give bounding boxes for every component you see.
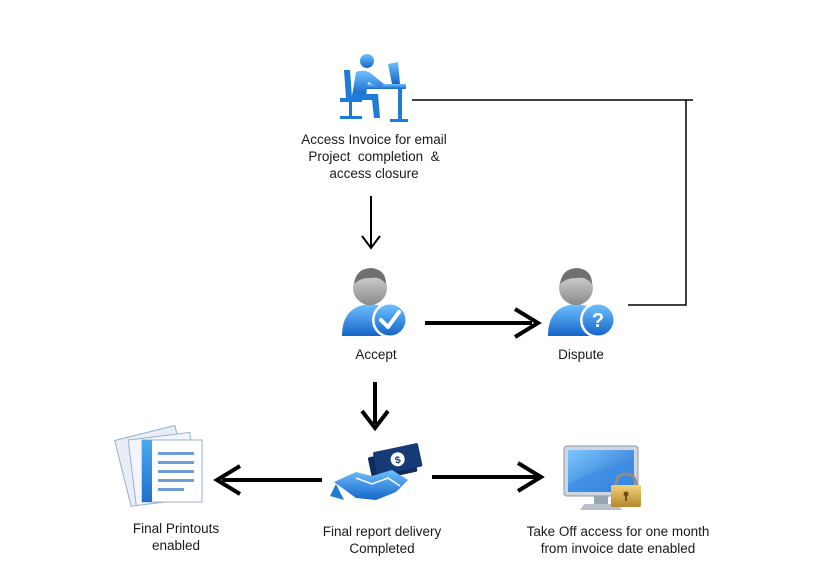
access-invoice-label-line-1: Access Invoice for email — [301, 132, 447, 147]
final-report-label-line-1: Final report delivery — [322, 524, 442, 539]
person-at-desk-icon — [340, 54, 408, 122]
edge-invoice-to-accept-head — [361, 235, 381, 250]
user-checkmark-icon — [342, 268, 408, 338]
final-printouts-label-line-2: enabled — [151, 538, 201, 553]
take-off-access-label-line-2: from invoice date enabled — [540, 541, 696, 556]
edge-dispute-loopback — [412, 99, 687, 306]
access-invoice-label-line-2: Project completion & — [308, 149, 440, 164]
final-report-label: Final report delivery Completed — [302, 523, 462, 557]
access-invoice-label-line-3: access closure — [329, 166, 419, 181]
final-printouts-label-line-1: Final Printouts — [132, 521, 220, 536]
edge-accept-to-final-report-head — [360, 409, 390, 432]
access-invoice-label: Access Invoice for email Project complet… — [284, 131, 464, 182]
edge-final-report-to-access-head — [516, 461, 545, 493]
svg-text:?: ? — [592, 310, 604, 332]
accept-label-text: Accept — [355, 347, 397, 362]
user-question-icon: ? — [548, 268, 616, 338]
take-off-access-label-line-1: Take Off access for one month — [526, 524, 710, 539]
documents-icon — [114, 424, 203, 508]
accept-label: Accept — [326, 346, 426, 363]
dispute-label-text: Dispute — [558, 347, 604, 362]
handshake-money-icon: $ — [330, 443, 423, 500]
dispute-label: Dispute — [531, 346, 631, 363]
final-report-label-line-2: Completed — [349, 541, 415, 556]
svg-text:$: $ — [394, 455, 402, 467]
take-off-access-label: Take Off access for one month from invoi… — [500, 523, 736, 557]
final-printouts-label: Final Printouts enabled — [106, 520, 246, 554]
edge-final-report-to-printouts-head — [213, 464, 242, 496]
edge-accept-to-dispute-head — [513, 307, 542, 339]
locked-monitor-icon — [563, 445, 641, 510]
